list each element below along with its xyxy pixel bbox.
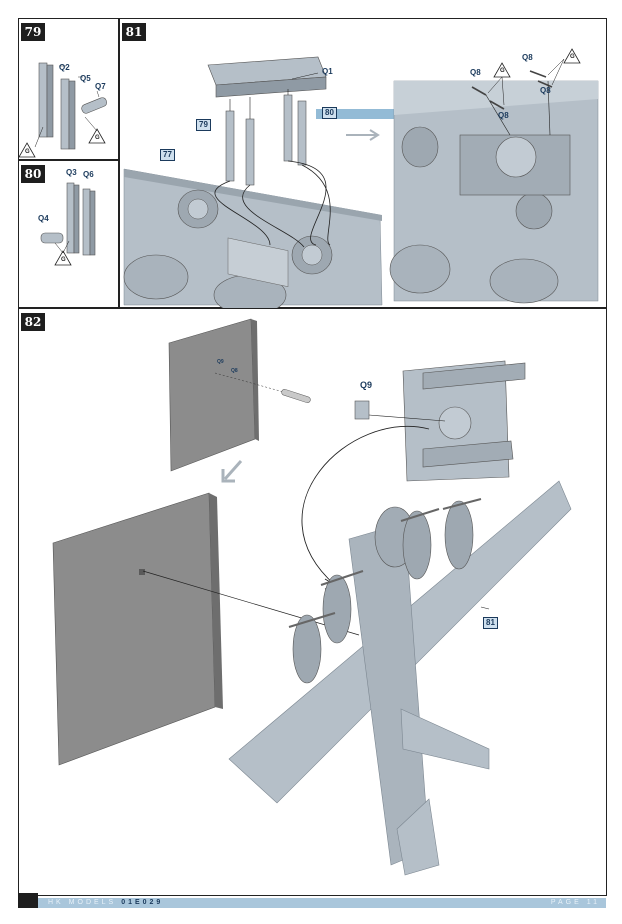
ref-step-77: 77: [160, 149, 175, 161]
callout-q8: Q8: [498, 111, 509, 120]
callout-q6: Q6: [83, 170, 94, 179]
step-81-badge: 81: [122, 23, 146, 41]
footer-brand: HK MODELS 01E029: [48, 899, 164, 906]
glue-mark: G: [61, 257, 66, 263]
brand-logo-icon: [18, 893, 38, 908]
glue-mark: G: [500, 68, 505, 74]
callout-q5: Q5: [80, 74, 91, 83]
callout-q1: Q1: [322, 67, 333, 76]
glue-mark: G: [570, 54, 575, 60]
step-81-drawing: [123, 48, 599, 316]
step-82-drawing: [52, 318, 572, 876]
callout-q4: Q4: [38, 214, 49, 223]
step-80-panel: 80 Q3 Q6 Q4 G: [18, 160, 119, 308]
footer-bar: HK MODELS 01E029 PAGE 11: [18, 898, 606, 908]
ref-step-80: 80: [322, 107, 337, 119]
step-82-badge: 82: [21, 313, 45, 331]
callout-q7: Q7: [95, 82, 106, 91]
footer-page: PAGE 11: [550, 899, 600, 906]
callout-q8: Q8: [540, 86, 551, 95]
callout-q3: Q3: [66, 168, 77, 177]
callout-q9-small: Q9: [217, 359, 224, 365]
ref-step-81: 81: [483, 617, 498, 629]
glue-mark: G: [25, 149, 30, 155]
callout-q8: Q8: [470, 68, 481, 77]
step-79-drawing: [18, 62, 108, 158]
step-81-panel: 81: [119, 18, 607, 316]
callout-q2: Q2: [59, 63, 70, 72]
callout-q9: Q9: [360, 380, 373, 390]
step-80-badge: 80: [21, 165, 45, 183]
callout-q8: Q8: [522, 53, 533, 62]
footer-code: 01E029: [121, 899, 164, 906]
step-79-badge: 79: [21, 23, 45, 41]
glue-mark: G: [95, 135, 100, 141]
step-80-drawing: [40, 182, 96, 266]
ref-step-79: 79: [196, 119, 211, 131]
step-82-panel: 82 Q9: [18, 308, 607, 896]
step-79-panel: 79 Q2 Q5 Q7 G G: [18, 18, 119, 160]
callout-q8-small: Q8: [231, 368, 238, 374]
